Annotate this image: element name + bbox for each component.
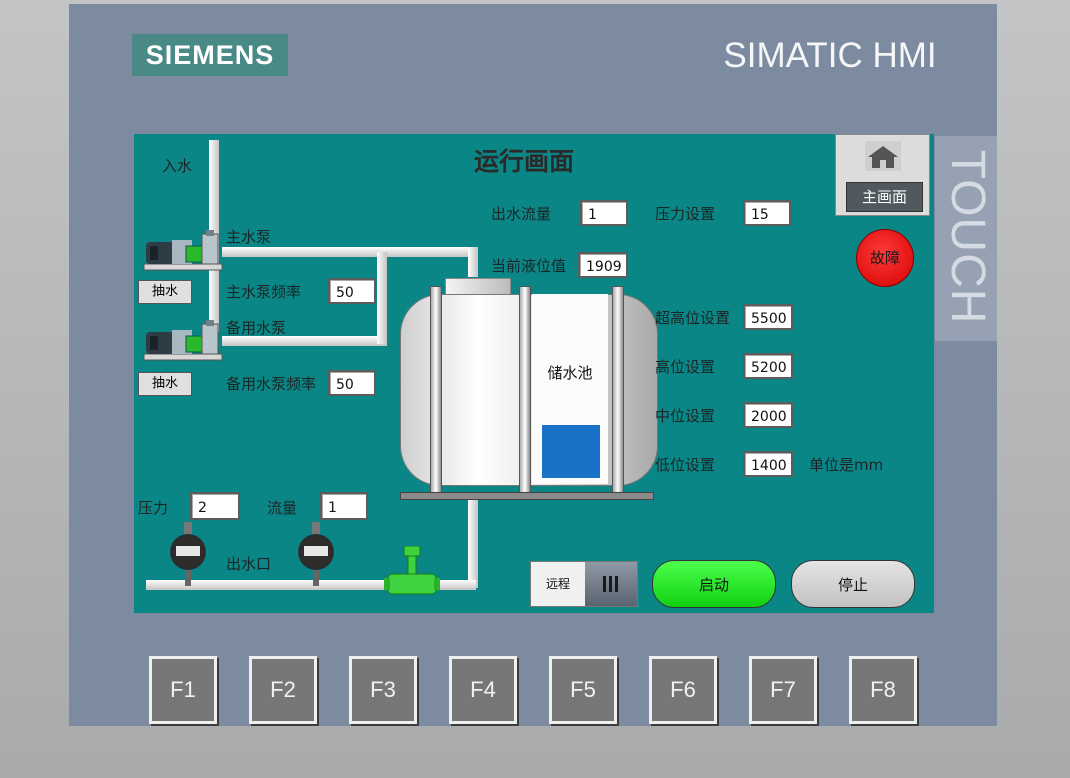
water-level-fill: [542, 425, 600, 478]
main-pump-button[interactable]: 抽水: [138, 280, 192, 304]
page-title: 运行画面: [474, 147, 575, 176]
tank-outlet-pipe: [468, 500, 478, 588]
f5-key[interactable]: F5: [549, 656, 617, 724]
start-button[interactable]: 启动: [652, 560, 776, 608]
f6-key[interactable]: F6: [649, 656, 717, 724]
super-high-field[interactable]: 5500: [743, 304, 793, 330]
valve-icon: [384, 546, 440, 595]
pressure-field[interactable]: 2: [190, 492, 240, 520]
outflow-field[interactable]: 1: [580, 200, 628, 226]
pressure-gauge-icon: [170, 522, 206, 586]
simatic-hmi-label: SIMATIC HMI: [723, 36, 937, 75]
f1-key[interactable]: F1: [149, 656, 217, 724]
mid-field[interactable]: 2000: [743, 402, 793, 428]
touch-side-label: TOUCH: [935, 136, 997, 341]
main-pump-outlet-pipe: [222, 247, 472, 257]
pressure-setting-field[interactable]: 15: [743, 200, 791, 226]
hmi-screen: 运行画面 主画面 故障 入水 抽水 主水泵 主水泵频率 50: [134, 134, 934, 613]
flow-meter-icon: [298, 522, 334, 586]
tank-band: [430, 286, 442, 494]
main-pump-freq-label: 主水泵频率: [226, 283, 302, 301]
pressure-label: 压力: [138, 499, 169, 517]
backup-pump-outlet-pipe: [222, 336, 387, 346]
backup-pump-freq-field[interactable]: 50: [328, 370, 376, 396]
outlet-pipe: [146, 580, 476, 590]
flow-field[interactable]: 1: [320, 492, 368, 520]
outflow-label: 出水流量: [491, 205, 552, 223]
tank-band: [612, 286, 624, 494]
current-level-field[interactable]: 1909: [578, 252, 628, 278]
tank-base: [400, 492, 654, 500]
main-pump-freq-field[interactable]: 50: [328, 278, 376, 304]
backup-pump-label: 备用水泵: [226, 319, 287, 337]
tank-label: 储水池: [547, 364, 593, 382]
low-label: 低位设置: [655, 456, 716, 474]
high-field[interactable]: 5200: [743, 353, 793, 379]
tank-inlet-pipe: [468, 247, 478, 277]
home-panel[interactable]: 主画面: [835, 134, 930, 216]
f7-key[interactable]: F7: [749, 656, 817, 724]
super-high-label: 超高位设置: [655, 309, 731, 327]
grip-icon: [603, 576, 618, 592]
tank-band: [519, 286, 531, 494]
touch-text: TOUCH: [941, 149, 994, 325]
f2-key[interactable]: F2: [249, 656, 317, 724]
backup-pump-button[interactable]: 抽水: [138, 372, 192, 396]
backup-pump-freq-label: 备用水泵频率: [226, 375, 317, 393]
pump-manifold-pipe: [209, 250, 219, 332]
mode-switch-knob[interactable]: [585, 562, 637, 606]
low-field[interactable]: 1400: [743, 451, 793, 477]
current-level-label: 当前液位值: [491, 257, 567, 275]
inlet-label: 入水: [162, 157, 193, 175]
f3-key[interactable]: F3: [349, 656, 417, 724]
main-pump-icon: [143, 230, 223, 271]
level-gauge: 储水池: [532, 294, 608, 484]
house-icon: [865, 141, 901, 171]
main-pump-label: 主水泵: [226, 228, 272, 246]
flow-label: 流量: [267, 499, 298, 517]
stop-button[interactable]: 停止: [791, 560, 915, 608]
fault-indicator: 故障: [856, 229, 914, 287]
mid-label: 中位设置: [655, 407, 716, 425]
f8-key[interactable]: F8: [849, 656, 917, 724]
outlet-label: 出水口: [226, 555, 272, 573]
siemens-logo: SIEMENS: [132, 34, 288, 76]
backup-pump-icon: [143, 320, 223, 361]
pressure-setting-label: 压力设置: [655, 205, 716, 223]
mode-switch[interactable]: 远程: [530, 561, 638, 607]
backup-riser-pipe: [377, 252, 387, 344]
high-label: 高位设置: [655, 358, 716, 376]
mode-switch-label: 远程: [545, 577, 570, 591]
inlet-pipe: [209, 140, 219, 250]
home-button[interactable]: 主画面: [846, 182, 923, 212]
f4-key[interactable]: F4: [449, 656, 517, 724]
unit-note: 单位是mm: [809, 456, 884, 474]
